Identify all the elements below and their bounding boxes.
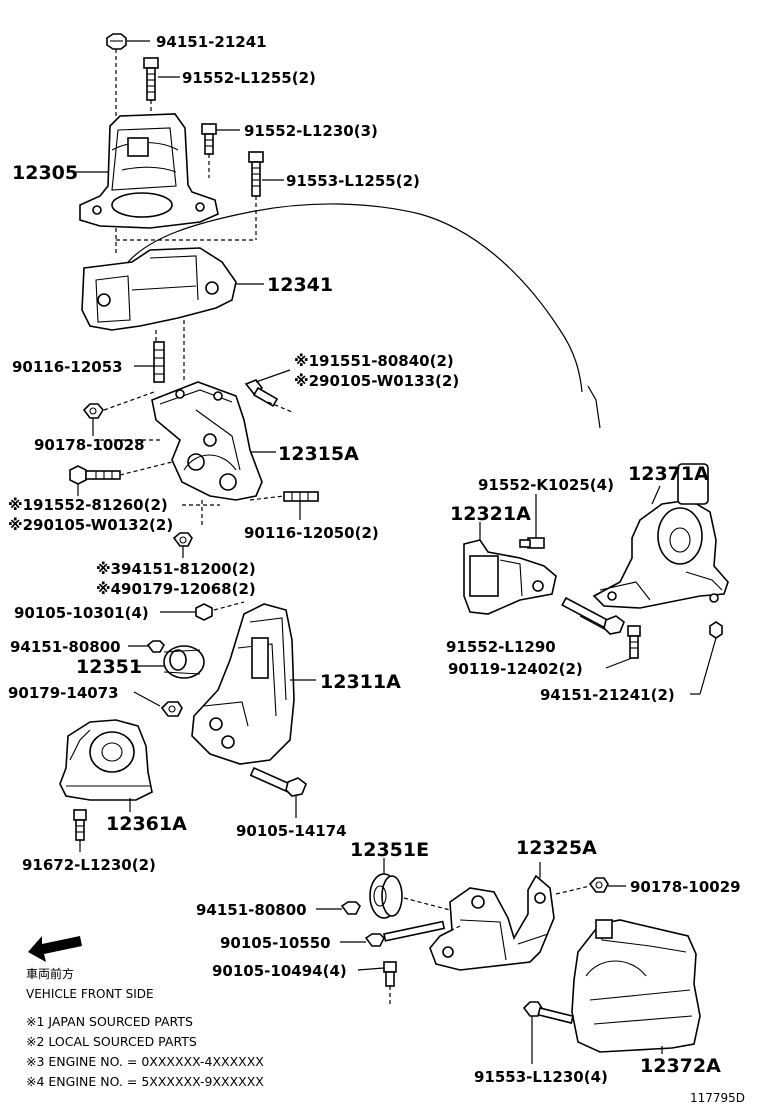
mount-12361A xyxy=(59,719,153,801)
bolt-91552-l1230 xyxy=(201,123,217,155)
label-12351E: 12351E xyxy=(350,839,429,861)
label-90105-10550: 90105-10550 xyxy=(220,934,331,952)
label-94151-21241: 94151-21241 xyxy=(156,33,267,51)
damper-12351E xyxy=(369,873,403,919)
bolt-91552-k1025 xyxy=(519,537,545,549)
note-3: ※3 ENGINE NO. = 0XXXXXX-4XXXXXX xyxy=(26,1054,264,1069)
label-91552-l1290: 91552-L1290 xyxy=(446,638,556,656)
nut-90178-10028 xyxy=(82,403,104,419)
nut-94151-21241-2 xyxy=(709,621,723,639)
engine-outline-curve-lower xyxy=(587,385,601,429)
nut-94151-80800-a xyxy=(146,640,165,653)
nut-94151-21241 xyxy=(106,33,127,50)
engine-mount-12305 xyxy=(79,113,219,229)
label-91552-k1025: 91552-K1025(4) xyxy=(478,476,614,494)
bolt-90105-10550 xyxy=(364,920,446,947)
label-91552-l1255: 91552-L1255(2) xyxy=(182,69,316,87)
figure-id: 117795D xyxy=(690,1091,745,1105)
bolt-91552-l1290 xyxy=(561,596,625,635)
bolt-90105-14174 xyxy=(249,766,307,797)
label-90119-12402: 90119-12402(2) xyxy=(448,660,583,678)
vehicle-front-arrow-icon xyxy=(28,936,82,962)
label-90178-10029: 90178-10029 xyxy=(630,878,741,896)
label-94151-80800-a: 94151-80800 xyxy=(10,638,121,656)
label-90178-10028: 90178-10028 xyxy=(34,436,145,454)
label-12305: 12305 xyxy=(12,162,78,184)
bracket-12325A xyxy=(429,874,555,971)
bolt-90105-10494 xyxy=(383,961,397,987)
nut-90179-14073 xyxy=(160,701,183,717)
bolt-90105-10301 xyxy=(195,603,213,621)
label-91553-l1255: 91553-L1255(2) xyxy=(286,172,420,190)
label-12351: 12351 xyxy=(76,656,142,678)
front-label-jp: 車両前方 xyxy=(26,966,74,981)
label-91672-l1230: 91672-L1230(2) xyxy=(22,856,156,874)
label-91552-81260: ※191552-81260(2) xyxy=(8,496,168,514)
nut-94151-80800-b xyxy=(340,901,361,915)
label-94151-81200: ※394151-81200(2) xyxy=(96,560,256,578)
bolt-90119-12402 xyxy=(627,625,641,659)
label-12372A: 12372A xyxy=(640,1055,721,1077)
label-12325A: 12325A xyxy=(516,837,597,859)
nut-94151-81200 xyxy=(172,532,193,547)
bolt-91553-l1255 xyxy=(248,151,264,197)
label-94151-80800-b: 94151-80800 xyxy=(196,901,307,919)
label-90179-12068: ※490179-12068(2) xyxy=(96,580,256,598)
bolt-91552-l1255 xyxy=(143,57,159,101)
label-91553-l1230: 91553-L1230(4) xyxy=(474,1068,608,1086)
nut-90178-10029 xyxy=(588,877,609,893)
bracket-12321A xyxy=(463,539,557,615)
label-12321A: 12321A xyxy=(450,503,531,525)
label-90105-10301: 90105-10301(4) xyxy=(14,604,149,622)
label-12311A: 12311A xyxy=(320,671,401,693)
label-90105-w0133: ※290105-W0133(2) xyxy=(294,372,459,390)
label-94151-21241-2: 94151-21241(2) xyxy=(540,686,675,704)
label-12341: 12341 xyxy=(267,274,333,296)
label-90179-14073: 90179-14073 xyxy=(8,684,119,702)
label-90116-12053: 90116-12053 xyxy=(12,358,123,376)
note-1: ※1 JAPAN SOURCED PARTS xyxy=(26,1014,193,1029)
bolt-91672-l1230 xyxy=(73,809,87,841)
mount-12372A xyxy=(571,919,701,1053)
label-91551-80840: ※191551-80840(2) xyxy=(294,352,454,370)
bolt-91552-81260 xyxy=(69,465,121,485)
engine-outline-curve xyxy=(127,203,583,393)
note-4: ※4 ENGINE NO. = 5XXXXXX-9XXXXXX xyxy=(26,1074,264,1089)
bolt-91551-80840 xyxy=(244,379,279,408)
note-2: ※2 LOCAL SOURCED PARTS xyxy=(26,1034,197,1049)
damper-12351 xyxy=(163,645,205,679)
label-12315A: 12315A xyxy=(278,443,359,465)
mount-12371A xyxy=(592,463,729,609)
front-label-en: VEHICLE FRONT SIDE xyxy=(26,987,154,1001)
label-90105-10494: 90105-10494(4) xyxy=(212,962,347,980)
bolt-91553-l1230 xyxy=(522,1001,574,1024)
label-12371A: 12371A xyxy=(628,463,709,485)
bracket-12341 xyxy=(81,247,237,331)
bracket-12315A xyxy=(151,381,263,501)
label-90105-w0132: ※290105-W0132(2) xyxy=(8,516,173,534)
label-90116-12050: 90116-12050(2) xyxy=(244,524,379,542)
bracket-12311A xyxy=(191,603,295,765)
label-12361A: 12361A xyxy=(106,813,187,835)
label-90105-14174: 90105-14174 xyxy=(236,822,347,840)
stud-90116-12053 xyxy=(153,341,165,383)
stud-90116-12050 xyxy=(283,491,319,502)
label-91552-l1230: 91552-L1230(3) xyxy=(244,122,378,140)
